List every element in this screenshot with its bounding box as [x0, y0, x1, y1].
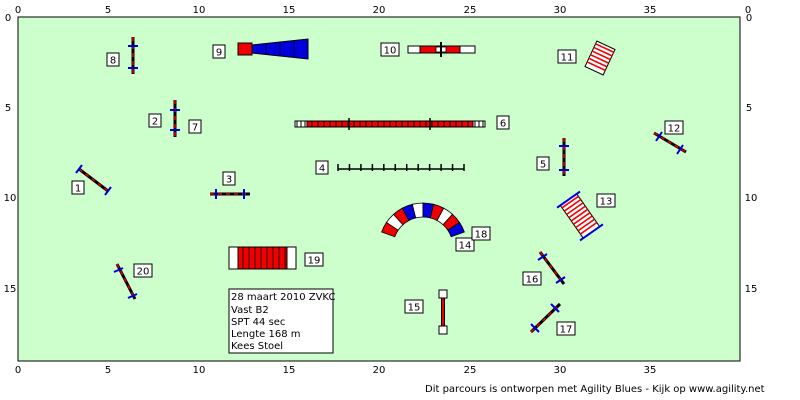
obstacle-number-label: 10: [380, 42, 400, 57]
footer-credit: Dit parcours is ontworpen met Agility Bl…: [425, 384, 765, 395]
info-length: Lengte 168 m: [231, 329, 301, 340]
obstacle-8-hurdle: [128, 37, 138, 74]
y-tick-right: 10: [745, 193, 758, 204]
obstacle-number: 10: [384, 46, 397, 57]
obstacle-2-hurdle: [170, 100, 180, 137]
x-tick-bottom: 25: [464, 365, 477, 376]
obstacle-number: 19: [308, 256, 321, 267]
obstacle-number-label: 17: [556, 321, 576, 336]
x-tick-bottom: 10: [193, 365, 206, 376]
obstacle-6-dogwalk: [294, 118, 486, 130]
info-class: Vast B2: [231, 305, 269, 316]
obstacle-number: 17: [560, 325, 573, 336]
obstacle-20-hurdle: [113, 263, 138, 300]
obstacle-15-tire: [438, 289, 448, 335]
obstacle-number-label: 6: [496, 115, 510, 130]
info-judge: Kees Stoel: [231, 341, 283, 352]
obstacle-19-pipe-tunnel: [228, 246, 297, 270]
obstacle-10-seesaw: [407, 42, 476, 57]
obstacle-12-hurdle: [653, 131, 687, 155]
y-tick-left: 5: [5, 103, 11, 114]
obstacle-4-weave: [337, 164, 465, 171]
obstacle-number-label: 12: [664, 120, 684, 135]
obstacle-13-aframe: [556, 190, 604, 242]
obstacle-number: 16: [526, 275, 539, 286]
obstacle-number-label: 15: [404, 299, 424, 314]
x-tick-top: 35: [644, 5, 657, 16]
x-tick-bottom: 0: [15, 365, 21, 376]
y-tick-left: 10: [4, 193, 17, 204]
obstacle-number: 11: [561, 53, 574, 64]
obstacle-number-label: 16: [522, 271, 542, 286]
y-tick-left: 15: [4, 284, 17, 295]
obstacle-number-label: 2: [148, 113, 162, 128]
obstacle-number: 2: [152, 117, 158, 128]
obstacle-number-label: 8: [106, 52, 120, 67]
obstacle-number-label: 18: [471, 226, 491, 241]
obstacle-number: 13: [600, 197, 613, 208]
obstacle-number: 7: [192, 123, 198, 134]
y-tick-right: 15: [745, 284, 758, 295]
obstacle-11-aframe: [584, 40, 616, 76]
obstacle-3-hurdle: [210, 189, 250, 199]
obstacle-number: 8: [110, 56, 116, 67]
obstacle-9-chute: [237, 38, 309, 60]
obstacle-number-label: 1: [71, 180, 85, 195]
obstacle-number-label: 3: [222, 171, 236, 186]
info-spt: SPT 44 sec: [231, 317, 285, 328]
obstacle-number: 20: [137, 267, 150, 278]
x-tick-top: 5: [105, 5, 111, 16]
obstacle-number: 9: [216, 48, 222, 59]
obstacle-number: 12: [668, 124, 681, 135]
obstacle-number-label: 20: [133, 263, 153, 278]
x-tick-top: 25: [464, 5, 477, 16]
obstacle-number-label: 4: [315, 160, 329, 175]
obstacle-1-hurdle: [75, 164, 112, 196]
x-tick-bottom: 15: [283, 365, 296, 376]
y-tick-right: 5: [746, 103, 752, 114]
obstacle-number: 3: [226, 175, 232, 186]
obstacle-17-hurdle: [529, 302, 562, 334]
obstacle-number-label: 5: [536, 156, 550, 171]
course-field: [17, 16, 741, 362]
obstacle-number-label: 7: [188, 119, 202, 134]
course-info-box: 28 maart 2010 ZVKC Vast B2 SPT 44 sec Le…: [228, 288, 335, 354]
info-date: 28 maart 2010 ZVKC: [231, 292, 335, 303]
x-tick-top: 10: [193, 5, 206, 16]
obstacle-number-label: 14: [455, 237, 475, 252]
obstacle-number-label: 19: [304, 252, 324, 267]
x-tick-bottom: 5: [105, 365, 111, 376]
obstacle-number-label: 11: [557, 49, 577, 64]
obstacle-number: 18: [475, 230, 488, 241]
y-tick-left: 0: [5, 13, 11, 24]
x-tick-bottom: 35: [644, 365, 657, 376]
obstacle-number-label: 9: [212, 44, 226, 59]
obstacle-16-hurdle: [537, 251, 566, 285]
x-tick-bottom: 20: [373, 365, 386, 376]
y-tick-right: 0: [746, 13, 752, 24]
obstacle-number: 15: [408, 303, 421, 314]
obstacle-number: 4: [319, 164, 325, 175]
obstacle-number: 6: [500, 119, 506, 130]
x-tick-top: 0: [745, 5, 751, 16]
obstacle-number: 14: [459, 241, 472, 252]
x-tick-top: 30: [554, 5, 567, 16]
x-tick-bottom: 30: [554, 365, 567, 376]
obstacle-5-hurdle: [559, 138, 569, 176]
x-tick-top: 20: [373, 5, 386, 16]
obstacle-number: 5: [540, 160, 546, 171]
x-tick-top: 0: [15, 5, 21, 16]
obstacle-number: 1: [75, 184, 81, 195]
obstacle-number-label: 13: [596, 193, 616, 208]
x-tick-top: 15: [283, 5, 296, 16]
obstacle-14-tunnel: [381, 202, 465, 238]
